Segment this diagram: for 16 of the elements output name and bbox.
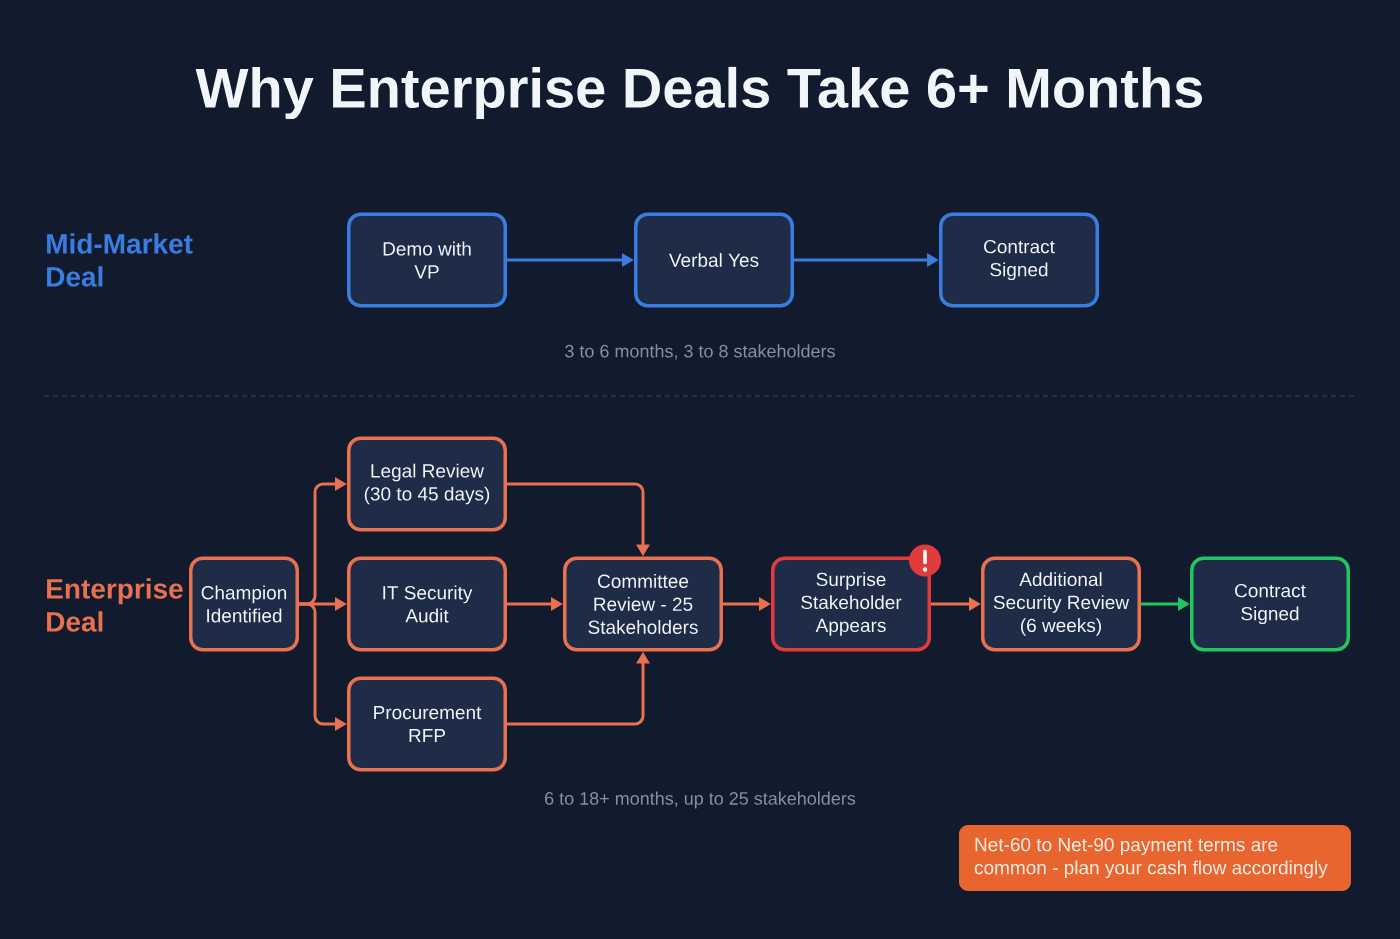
- step-box: Verbal Yes: [634, 212, 794, 308]
- row-heading: Mid-Market Deal: [47, 233, 193, 287]
- step-box: Champion Identified: [189, 556, 299, 652]
- step-box: IT Security Audit: [347, 556, 507, 652]
- step-box: Demo with VP: [347, 212, 507, 308]
- step-box: Legal Review (30 to 45 days): [347, 436, 507, 532]
- step-box: Committee Review - 25 Stakeholders: [563, 556, 723, 652]
- step-box: Surprise Stakeholder Appears: [771, 556, 931, 652]
- summary-caption: 3 to 6 months, 3 to 8 stakeholders: [565, 344, 835, 360]
- step-box: Procurement RFP: [347, 676, 507, 772]
- step-box: Additional Security Review (6 weeks): [981, 556, 1141, 652]
- title: Why Enterprise Deals Take 6+ Months: [195, 66, 1203, 120]
- step-box: Contract Signed: [1190, 556, 1350, 652]
- step-box: Contract Signed: [939, 212, 1099, 308]
- note-box: Net-60 to Net-90 payment terms are common - plan your cash flow accordingly: [959, 825, 1351, 891]
- summary-caption: 6 to 18+ months, up to 25 stakeholders: [545, 791, 856, 809]
